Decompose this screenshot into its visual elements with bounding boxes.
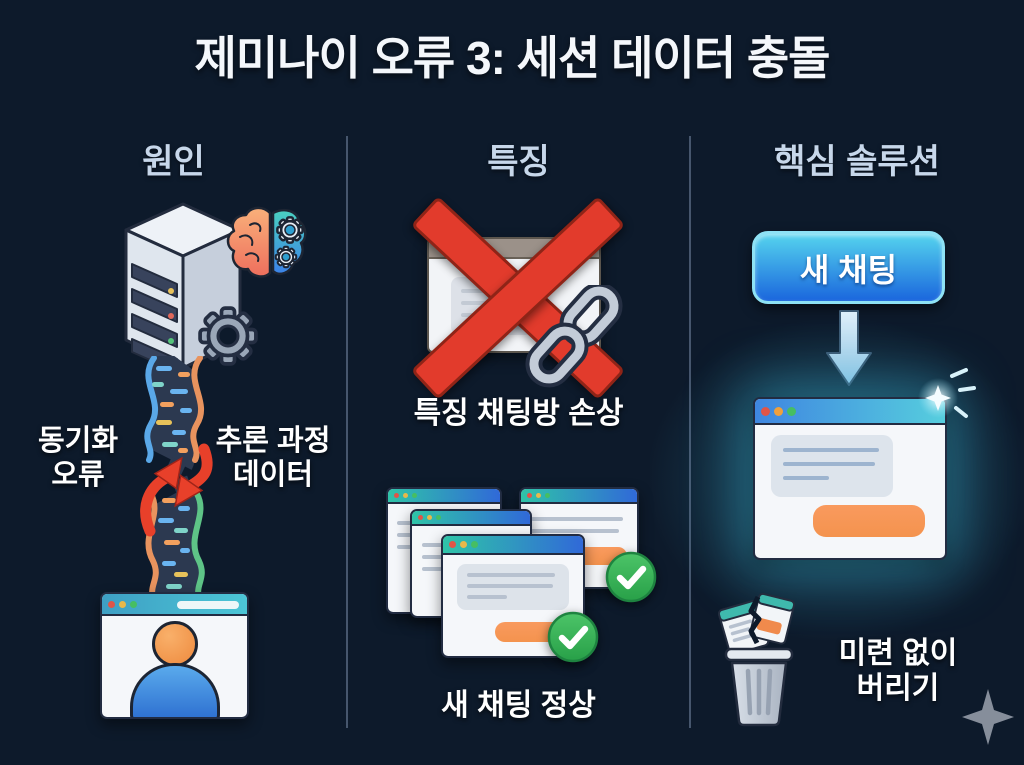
column-divider	[346, 136, 348, 728]
user-browser-window-icon	[100, 592, 249, 719]
page-title: 제미나이 오류 3: 세션 데이터 충돌	[194, 32, 831, 84]
chat-window-stack-icon	[378, 480, 670, 676]
window-titlebar	[755, 399, 945, 425]
window-dot-orange	[774, 406, 783, 416]
checkmark-icon	[605, 551, 657, 603]
window-dot-green	[787, 406, 796, 416]
sparkle-icon	[918, 368, 976, 418]
collision-arrows-icon	[140, 443, 213, 537]
window-dot-yellow	[119, 600, 126, 608]
new-chat-button: 새 채팅	[752, 231, 945, 304]
label-line: 버리기	[856, 672, 940, 706]
trash-discard-group	[717, 592, 796, 727]
label-line: 미련 없이	[838, 637, 958, 670]
label-inference-data: 추론 과정 데이터	[204, 424, 342, 492]
column-divider	[689, 136, 691, 728]
label-line: 오류	[51, 459, 105, 492]
label-chatroom-damaged: 특징 채팅방 손상	[413, 397, 624, 430]
checkmark-icon	[547, 611, 599, 663]
down-arrow-icon	[826, 310, 872, 386]
address-bar	[177, 601, 239, 609]
star-sparkle-icon	[962, 689, 1014, 745]
window-dot-green	[130, 600, 137, 608]
window-dot-red	[761, 406, 770, 416]
label-line: 데이터	[232, 459, 314, 492]
chain-link-icon	[525, 285, 623, 388]
user-avatar-body	[129, 663, 220, 717]
crossed-out-window-group	[410, 196, 626, 400]
user-avatar-head	[151, 621, 198, 667]
column-header-solution: 핵심 솔루션	[774, 143, 940, 181]
new-chat-button-label: 새 채팅	[799, 251, 898, 288]
broken-window-icon	[717, 592, 796, 656]
reply-bubble	[813, 505, 925, 537]
column-header-cause: 원인	[142, 143, 205, 181]
column-header-symptom: 특징	[487, 143, 550, 181]
window-dot-red	[108, 600, 115, 608]
server-icon	[124, 202, 242, 373]
brain-gears-icon	[226, 206, 307, 278]
chat-bubble	[771, 435, 893, 497]
label-sync-error: 동기화 오류	[14, 424, 142, 492]
label-line: 동기화	[37, 425, 119, 457]
glowing-chat-window-icon	[753, 397, 947, 560]
label-line: 추론 과정	[215, 425, 331, 457]
data-stream-collision-icon	[140, 356, 213, 601]
trash-can-icon	[724, 647, 794, 727]
gear-icon	[198, 306, 258, 366]
chat-bubble	[457, 564, 569, 610]
window-titlebar	[102, 594, 247, 616]
label-new-chat-ok: 새 채팅 정상	[441, 689, 596, 722]
label-discard: 미련 없이 버리기	[806, 636, 990, 707]
